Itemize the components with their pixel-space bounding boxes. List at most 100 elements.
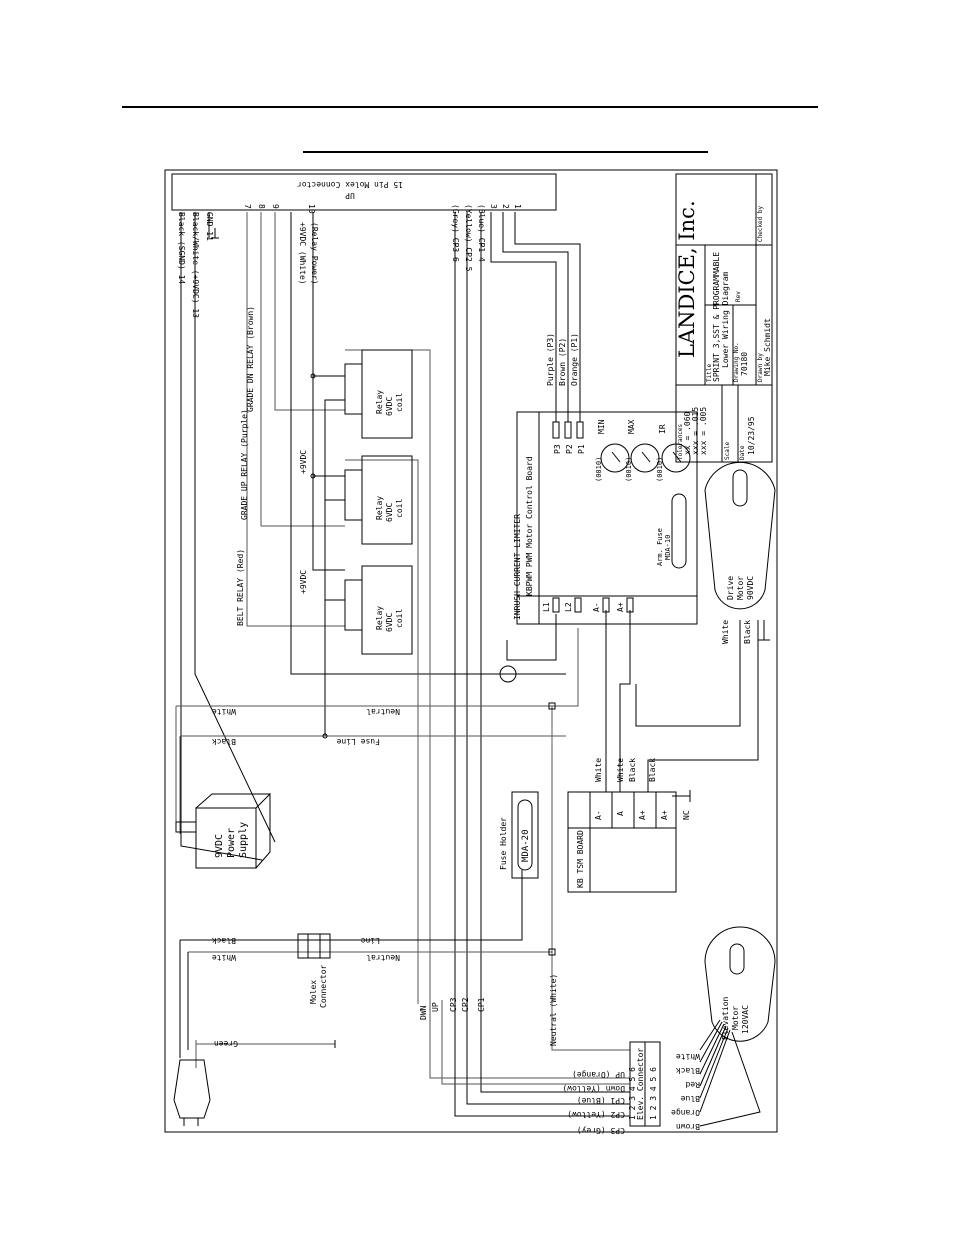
label-arm-fuse: Arm. Fuse <box>656 528 664 566</box>
terminal-p2 <box>564 421 572 439</box>
relay-grade-up-voltage: 6VDC <box>385 503 394 522</box>
molex-connector-label-1: Molex <box>309 980 318 1004</box>
kbpwm-board: KBPWM PWM Motor Control Board INRUSH CUR… <box>513 411 698 625</box>
diagram-border <box>164 169 778 1133</box>
elev-right-label-brown: Brown <box>676 1122 700 1131</box>
relay-belt-voltage: 6VDC <box>385 613 394 632</box>
wiring-lines <box>175 212 770 1127</box>
label-brown-p2: Brown (P2) <box>558 338 567 386</box>
fuse-holder-rating: MDA-20 <box>521 829 531 862</box>
kb-board-title: KB TSM BOARD <box>576 830 585 888</box>
power-supply-label-2: Power <box>226 828 237 858</box>
rev-label: Rev <box>735 291 742 302</box>
connector-subtitle: UP <box>345 191 355 200</box>
elev-right-label-orange: Orange <box>671 1108 700 1117</box>
relay-wire-labels: GRADE DN RELAY (Brown) GRADE UP RELAY (P… <box>236 306 308 626</box>
relay-grade-up-label: Relay <box>375 496 384 520</box>
p-wire-labels: Purple (P3) Brown (P2) Orange (P1) <box>546 333 579 386</box>
label-cp3: CP3 <box>449 997 458 1012</box>
elev-left-label-cp1: CP1 (Blue) <box>577 1096 625 1105</box>
drive-motor-label-1: Drive <box>726 576 735 600</box>
elev-motor-label-1: Elevation <box>721 996 730 1040</box>
label-ir: IR <box>658 424 667 434</box>
elev-right-label-red: Red <box>685 1080 700 1089</box>
relay-belt-label: Relay <box>375 606 384 630</box>
inrush-label: INRUSH CURRENT LIMITER <box>513 514 522 620</box>
label-white-lower: White <box>212 953 236 962</box>
title-line-2: Lower Wiring Diagram <box>721 271 730 368</box>
relay-grade-dn-label: Relay <box>375 390 384 414</box>
label-p1: P1 <box>577 444 586 454</box>
label-max: MAX <box>627 419 636 434</box>
pot-ir <box>661 443 691 473</box>
label-black-upper: Black <box>212 737 236 746</box>
kb-wire-white-2: White <box>616 758 625 782</box>
pin2-label: 2 <box>501 204 510 209</box>
kbpwm-title: KBPWM PWM Motor Control Board <box>525 456 534 596</box>
pin1-label: 1 <box>513 204 522 209</box>
label-black-lower: Black <box>212 936 236 945</box>
pin7-label: 7 <box>243 204 252 209</box>
kb-wire-black-1: Black <box>628 758 637 782</box>
label-9vdc-1: +9VDC <box>299 450 308 474</box>
scale-label: Scale <box>724 442 731 460</box>
knob-max-value: (0010) <box>625 457 633 482</box>
relay-belt: Relay 6VDC coil <box>344 565 413 655</box>
relay-grade-up-coil: coil <box>395 499 404 518</box>
elev-right-label-black: Black <box>676 1066 700 1075</box>
elev-connector-title: Elev. Connector <box>636 1048 645 1120</box>
elev-left-label-up: UP (Orange) <box>572 1070 625 1079</box>
line-labels: Neutral White Fuse Line Black Line Black… <box>212 707 558 1048</box>
title-line-1: SPRINT 3,SST & PROGRAMMABLE <box>712 252 721 382</box>
drawn-by-value: Mike Schmidt <box>763 318 772 376</box>
drawn-by-label: Drawn by <box>757 353 764 382</box>
drawing-no-label: Drawing No. <box>733 342 740 382</box>
inrush-current-limiter <box>499 665 517 683</box>
terminal-p3 <box>552 421 560 439</box>
label-a-minus: A- <box>592 602 601 612</box>
label-line-lower: Line <box>361 936 380 945</box>
wire-relay-power-return <box>290 212 566 675</box>
relay-grade-dn: Relay 6VDC coil <box>344 349 413 439</box>
label-purple-p3: Purple (P3) <box>546 333 555 386</box>
label-grade-dn-relay: GRADE DN RELAY (Brown) <box>246 306 255 412</box>
label-fuse-line: Fuse Line <box>336 737 380 746</box>
power-supply-label-1: 9VDC <box>214 834 225 858</box>
drive-motor-black-wire: Black <box>743 620 752 644</box>
label-green: Green <box>214 1039 238 1048</box>
kb-wire-white-1: White <box>594 758 603 782</box>
wire-relay-power <box>312 212 345 571</box>
molex-connector-small: Molex Connector <box>297 933 331 1008</box>
power-supply-9vdc: 9VDC Power Supply <box>175 793 272 869</box>
drive-motor-white-wire: White <box>721 620 730 644</box>
elev-left-label-cp2: CP2 (Yellow) <box>567 1110 625 1119</box>
label-arm-fuse-rating: MDA-10 <box>664 535 672 560</box>
elev-motor-label-2: Motor <box>731 1006 740 1030</box>
label-dwn: DWN <box>419 1005 428 1020</box>
label-orange-p1: Orange (P1) <box>570 333 579 386</box>
power-supply-label-3: Supply <box>238 822 249 858</box>
checked-by-label: Checked by <box>757 205 764 242</box>
label-neutral-white: Neutral (White) <box>549 974 558 1046</box>
relay-grade-dn-coil: coil <box>395 393 404 412</box>
elev-motor-label-3: 120VAC <box>741 1005 750 1034</box>
wire-sgnd <box>180 212 263 861</box>
wire-cp1 <box>480 212 630 1093</box>
power-plug <box>173 1059 211 1126</box>
label-a-plus: A+ <box>616 602 625 612</box>
label-l1: L1 <box>542 602 551 612</box>
fuse-holder-label: Fuse Holder <box>499 817 508 870</box>
pin5-label: (Yellow) CP2 5 <box>464 204 473 272</box>
kb-tsm-board: KB TSM BOARD A- A A+ A+ NC White White B… <box>567 758 691 893</box>
elev-connector: Elev. Connector 1 2 3 4 5 6 1 2 3 4 5 6 … <box>562 1041 700 1135</box>
date-value: 10/23/95 <box>747 416 756 455</box>
tolerance-1: xx = .060 <box>683 411 692 455</box>
label-belt-relay: BELT RELAY (Red) <box>236 549 245 626</box>
wire-cp3 <box>454 212 630 1117</box>
knob-min-value: (0010) <box>595 457 603 482</box>
label-neutral-upper: Neutral <box>366 707 400 716</box>
elev-right-label-blue: Blue <box>681 1094 700 1103</box>
pin9-label: 9 <box>271 204 280 209</box>
title-block: LANDICE, Inc. Tolerances xx = .060 xxx =… <box>675 173 773 463</box>
